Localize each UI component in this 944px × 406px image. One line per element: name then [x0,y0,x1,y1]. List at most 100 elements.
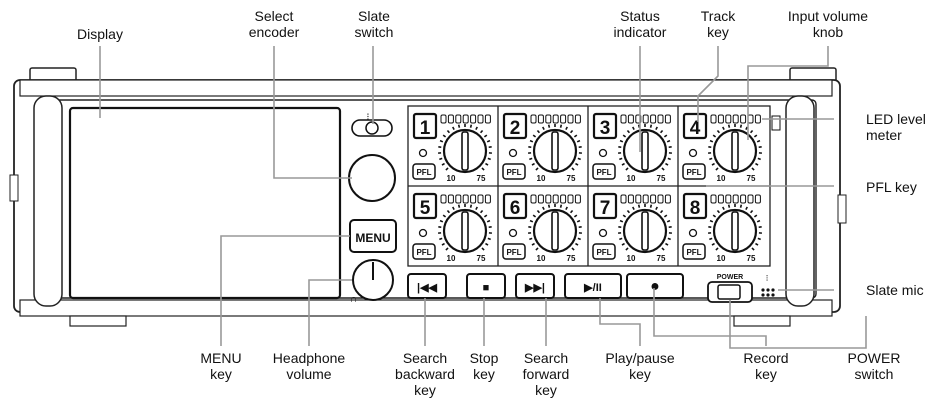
knob-tick [536,209,541,214]
track-key-6[interactable] [502,192,528,220]
pfl-key-5[interactable] [412,243,436,260]
knob-tick [626,209,631,214]
knob-min-label: 10 [537,254,546,263]
play-pause-key-body[interactable] [564,273,622,299]
track-key-2[interactable] [502,112,528,140]
track-key-1[interactable] [412,112,438,140]
stop-key[interactable]: ■ [466,273,506,299]
slate-switch-knob[interactable] [365,121,379,135]
led-segment [477,114,484,124]
leader-input-volume-knob [747,46,829,140]
track-key-8[interactable] [682,192,708,220]
knob-tick [621,242,625,246]
led-segment [462,194,469,204]
led-segment [470,114,477,124]
knob-tick [712,134,717,138]
knob-tick [649,124,653,128]
label-slate-switch: Slate switch [354,8,394,40]
search-forward-key[interactable]: ▶▶| [515,273,555,299]
chassis-top-rail [19,79,833,97]
pfl-key-4[interactable] [682,163,706,180]
leader-track-key [697,46,719,122]
knob-tick [716,209,721,214]
knob-grip [551,131,559,171]
led-segment [537,194,544,204]
pfl-key-1[interactable] [412,163,436,180]
knob-tick [722,206,725,210]
knob-tick [749,209,754,214]
track-key-7[interactable] [592,192,618,220]
search-forward-key-body[interactable] [515,273,555,299]
label-select-encoder: Select encoder [248,8,300,40]
pfl-key-6[interactable] [502,243,526,260]
knob-tick [571,247,575,251]
record-key[interactable]: ● [626,273,684,299]
track-key-4[interactable] [682,112,708,140]
pfl-key-3[interactable] [592,163,616,180]
led-segment [650,114,657,124]
right-foot [733,315,791,327]
label-slate-mic: Slate mic [866,282,924,298]
led-segment [545,194,552,204]
knob-tick [667,237,671,241]
knob-tick [749,129,754,134]
stop-key-body[interactable] [466,273,506,299]
pfl-key-label: PFL [686,248,701,257]
select-encoder[interactable] [348,154,396,202]
leader-select-encoder [273,46,352,179]
led-segment [470,194,477,204]
status-indicator-6 [508,228,518,238]
record-key-body[interactable] [626,273,684,299]
led-segment [740,114,747,124]
led-segment [530,194,537,204]
knob-tick [571,167,575,171]
knob-tick [529,237,533,241]
knob-tick [709,139,714,143]
search-backward-key-body[interactable] [407,273,447,299]
left-side-grip [33,95,63,307]
led-segment [447,114,454,124]
label-status-indicator: Status indicator [613,8,667,40]
knob-tick [751,167,755,171]
track-number-3: 3 [600,118,611,139]
led-segment [717,194,724,204]
pfl-key-2[interactable] [502,163,526,180]
pfl-key-7[interactable] [592,243,616,260]
track-key-5[interactable] [412,192,438,220]
search-backward-key[interactable]: |◀◀ [407,273,447,299]
track-number-5: 5 [420,198,431,219]
knob-max-label: 75 [477,174,486,183]
led-segment [664,114,671,124]
knob-tick [756,139,761,143]
power-switch-slider[interactable] [717,284,741,300]
pfl-key-8[interactable] [682,243,706,260]
label-input-volume-knob: Input volume knob [787,8,869,40]
knob-max-label: 75 [567,254,576,263]
knob-tick [531,242,535,246]
led-segment [477,194,484,204]
led-segment [732,114,739,124]
knob-min-label: 10 [717,174,726,183]
knob-tick [445,247,449,251]
slate-mic-icon: ⁝ [766,273,769,283]
knob-tick [632,126,635,130]
leader-headphone-volume [308,279,352,346]
knob-tick [659,209,664,214]
knob-max-label: 75 [657,174,666,183]
knob-tick [625,247,629,251]
pfl-key-label: PFL [596,168,611,177]
knob-tick [663,134,668,138]
play-pause-key[interactable]: ▶/II [564,273,622,299]
knob-tick [469,124,473,128]
knob-tick [573,214,578,218]
led-segment [440,194,447,204]
track-key-3[interactable] [592,112,618,140]
knob-tick [469,204,473,208]
status-indicator-8 [688,228,698,238]
led-segment [635,194,642,204]
